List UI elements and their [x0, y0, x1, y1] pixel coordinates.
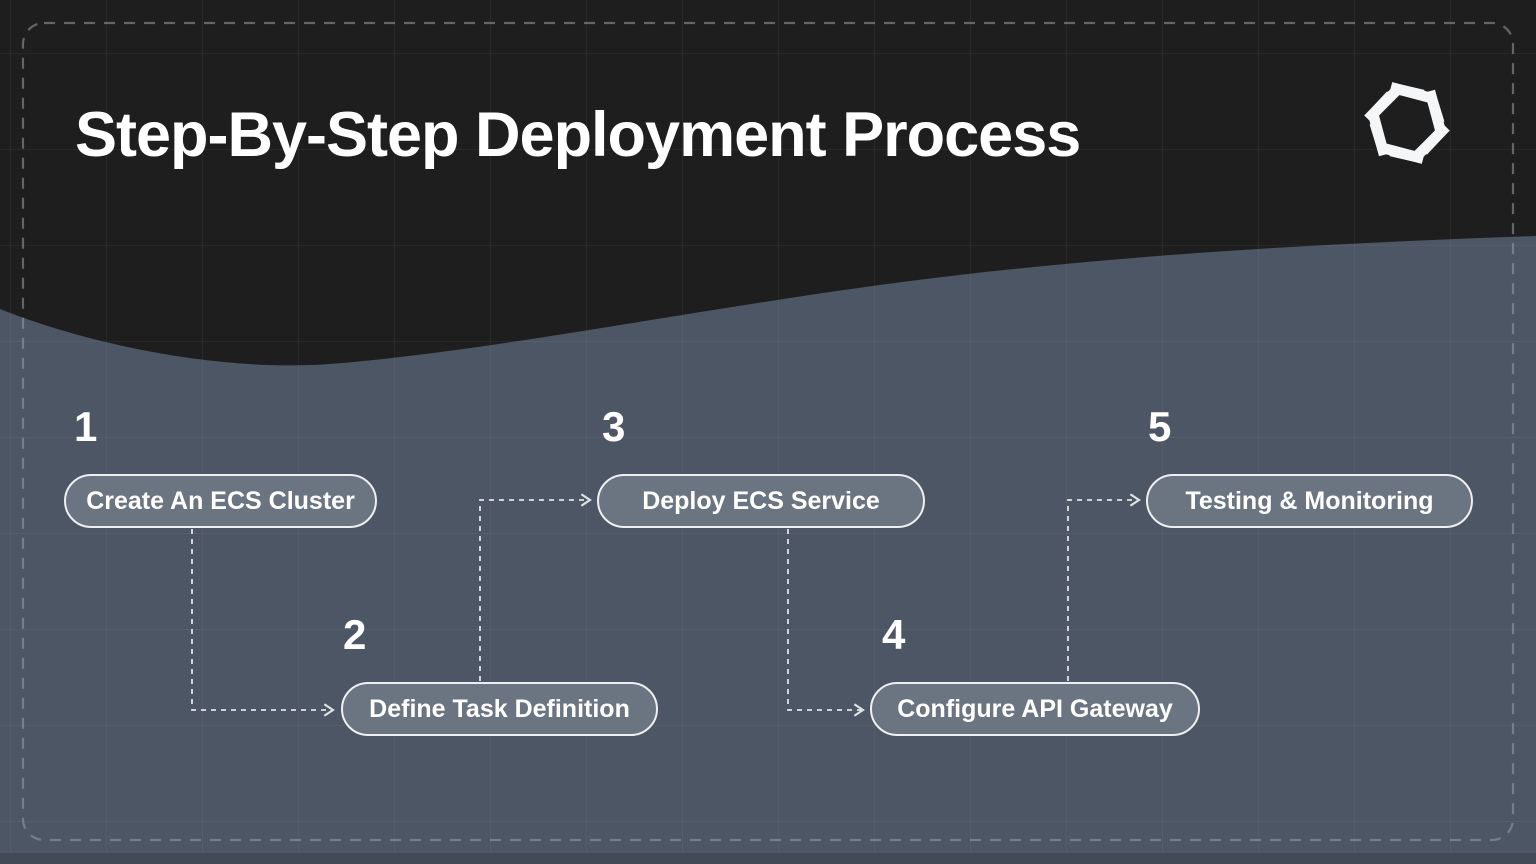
step-number-4: 4 [882, 611, 906, 658]
step-number-3: 3 [602, 403, 626, 450]
step-number-2: 2 [343, 611, 367, 658]
step-box-define-task-definition: Define Task Definition [341, 682, 658, 736]
connector-step2-step3 [479, 493, 592, 681]
connector-step4-step5 [1067, 493, 1141, 681]
step-box-configure-api-gateway: Configure API Gateway [870, 682, 1200, 736]
step-number-1: 1 [74, 403, 98, 450]
step-box-deploy-ecs-service: Deploy ECS Service [597, 474, 925, 528]
step-number-5: 5 [1148, 403, 1172, 450]
wave-shape [0, 0, 1536, 366]
connector-step1-step2 [191, 529, 335, 717]
hexagon-aperture-logo-icon [1364, 82, 1450, 164]
step-box-testing-monitoring: Testing & Monitoring [1146, 474, 1473, 528]
page-title: Step-By-Step Deployment Process [75, 100, 1081, 170]
step-box-create-ecs-cluster: Create An ECS Cluster [64, 474, 377, 528]
bottom-accent-strip [0, 853, 1536, 864]
dashed-frame-border [21, 21, 1515, 842]
connector-step3-step4 [787, 529, 865, 717]
